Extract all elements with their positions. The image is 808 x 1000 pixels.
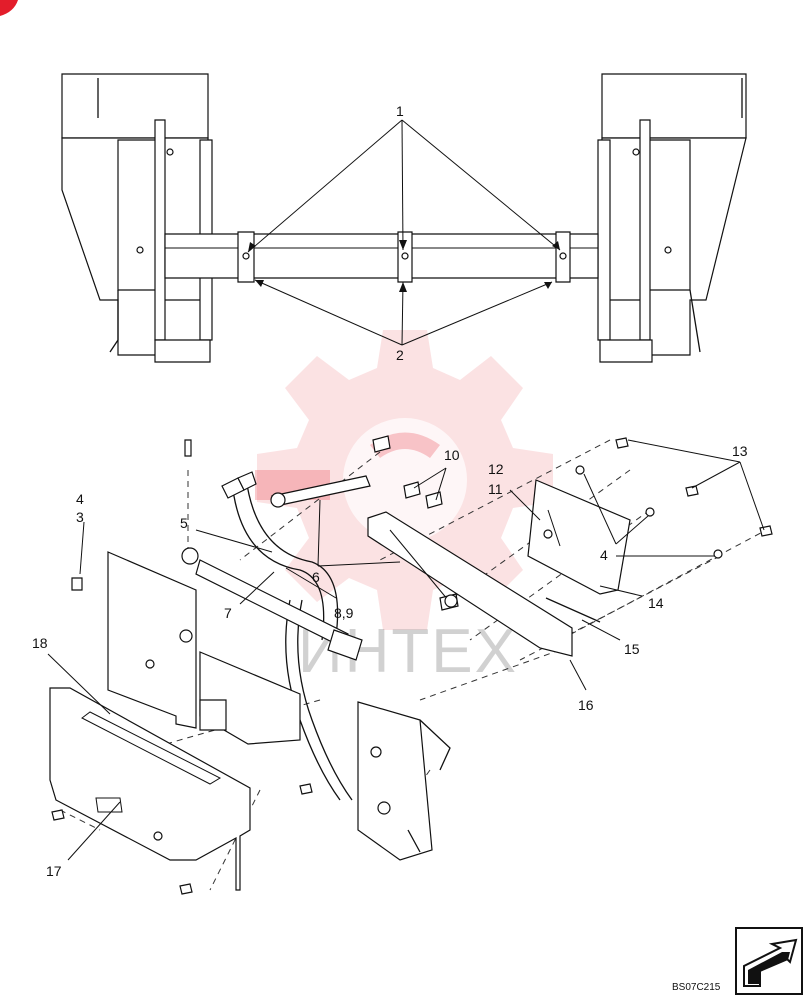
callout-11: 11 [488, 481, 503, 497]
callout-15: 15 [624, 641, 640, 657]
callout-12: 12 [488, 461, 504, 477]
callout-4-right: 4 [600, 547, 608, 563]
callout-7: 7 [224, 605, 232, 621]
callout-2: 2 [396, 347, 404, 363]
callout-16: 16 [578, 697, 594, 713]
callout-1: 1 [396, 103, 404, 119]
callout-18: 18 [32, 635, 48, 651]
next-page-arrow-icon[interactable] [735, 927, 803, 995]
callout-3: 3 [76, 509, 84, 525]
watermark-gear-logo [255, 330, 553, 630]
callout-6: 6 [312, 569, 320, 585]
loader-top-view [61, 73, 747, 363]
figure-code: BS07C215 [672, 982, 721, 993]
leader-lines-top [247, 119, 561, 346]
callout-10: 10 [444, 447, 460, 463]
callout-14: 14 [648, 595, 664, 611]
callout-4-left: 4 [76, 491, 84, 507]
callout-8-9: 8,9 [334, 605, 354, 621]
callout-13: 13 [732, 443, 748, 459]
callout-5: 5 [180, 515, 188, 531]
callout-17: 17 [46, 863, 62, 879]
leader-lines-exploded [47, 439, 765, 861]
exploded-view [49, 435, 773, 895]
callout-labels: 1 2 4 3 5 7 6 8,9 10 12 11 13 4 14 15 16… [32, 103, 748, 879]
corner-mark [0, 0, 18, 16]
